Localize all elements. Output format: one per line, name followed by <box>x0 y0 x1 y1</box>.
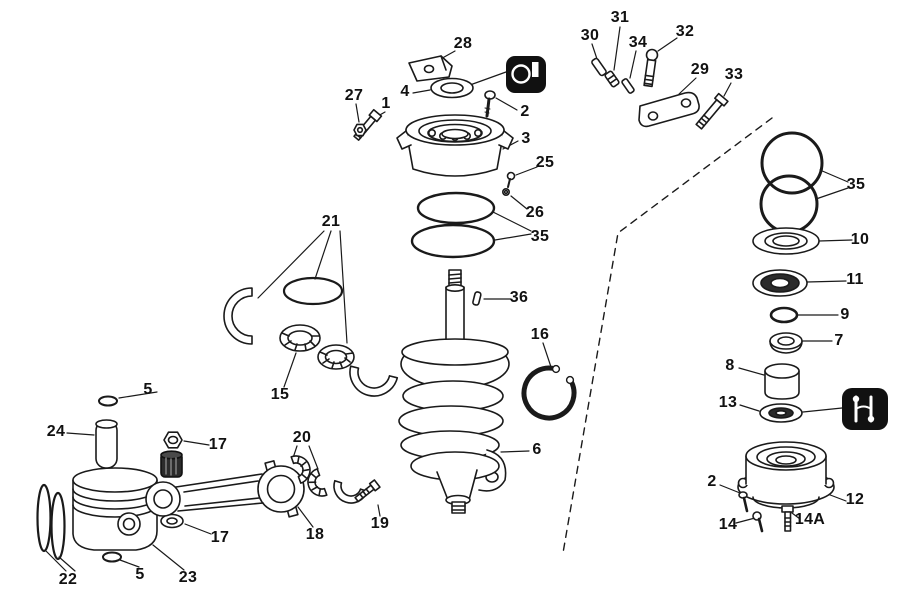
seal-13 <box>759 403 803 423</box>
bolt-32 <box>643 48 659 88</box>
bolt-33 <box>695 92 729 130</box>
bolt-14A <box>781 505 794 532</box>
boundary-dashed-line <box>562 117 773 554</box>
rod-roller-cages-20 <box>290 455 328 497</box>
piston-rings-22 <box>36 483 66 561</box>
seal-7 <box>769 332 803 354</box>
detail-callout-washer <box>506 56 546 93</box>
seal-10 <box>752 227 820 255</box>
cup-8 <box>764 363 800 400</box>
bracket-link-28 <box>408 55 453 82</box>
roller-cage-b <box>317 344 355 370</box>
washer-17-bottom <box>160 513 184 529</box>
screw-19 <box>354 479 381 503</box>
screw-2-top <box>484 90 496 118</box>
bearing-11 <box>752 269 808 297</box>
pin-34 <box>621 78 635 94</box>
screw-25 <box>506 171 516 188</box>
crankshaft-6 <box>398 269 510 514</box>
pin-30 <box>591 57 607 77</box>
piston-23 <box>72 467 158 551</box>
washer-4 <box>430 77 474 99</box>
nut-17-top <box>163 431 183 449</box>
bearing-shell-half-bottom <box>349 365 399 397</box>
piston-rings-35-center <box>410 191 496 259</box>
housing-12 <box>737 441 835 509</box>
detail-callout-clamp <box>842 388 888 430</box>
ring-5-top <box>98 395 118 407</box>
screw-14 <box>752 511 764 533</box>
o-ring-9 <box>769 306 799 324</box>
piston-pin-24 <box>95 419 118 469</box>
connecting-rod-18 <box>145 460 305 518</box>
retaining-ring-16 <box>521 364 577 421</box>
bearing-housing-3 <box>396 114 514 177</box>
main-bearing-set <box>223 276 399 397</box>
spring-pin-31 <box>604 70 620 88</box>
nut-27 <box>353 123 367 137</box>
washer-26 <box>501 188 510 197</box>
bearing-ring <box>282 276 344 306</box>
bearing-shell-half-left <box>223 287 253 345</box>
o-rings-35-right <box>759 131 824 234</box>
pin-36 <box>472 291 482 306</box>
retainer-clamp-29 <box>638 91 700 128</box>
leader-lines <box>45 26 853 572</box>
screw-2-bottom <box>738 491 749 513</box>
roller-cage-a <box>279 324 321 352</box>
ring-5-bottom <box>102 551 122 563</box>
needle-bearing-dark <box>160 450 183 478</box>
